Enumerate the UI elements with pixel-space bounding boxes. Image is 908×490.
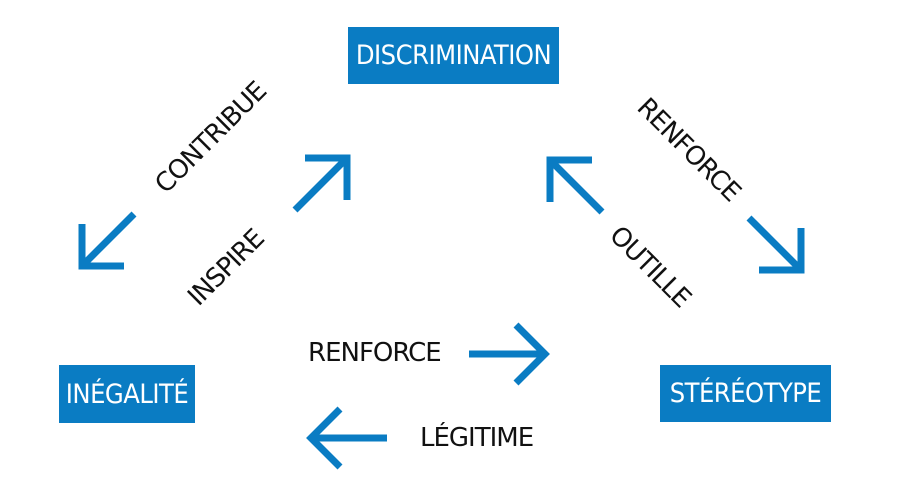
arrow-legitime [306, 406, 387, 470]
arrow-renforce-bottom [469, 322, 550, 386]
node-stereotype-label: STÉRÉOTYPE [669, 378, 822, 409]
edge-label-renforce-bottom: RENFORCE [308, 338, 442, 368]
edge-label-legitime: LÉGITIME [420, 423, 534, 453]
arrow-outille [546, 156, 605, 215]
arrow-renforce-right [746, 215, 805, 274]
arrow-inspire [292, 154, 351, 213]
node-inegalite: INÉGALITÉ [59, 365, 195, 423]
node-inegalite-label: INÉGALITÉ [65, 378, 189, 410]
arrow-contribue [78, 211, 137, 270]
node-discrimination-label: DISCRIMINATION [355, 40, 552, 71]
node-stereotype: STÉRÉOTYPE [660, 365, 831, 422]
node-discrimination: DISCRIMINATION [348, 27, 559, 84]
